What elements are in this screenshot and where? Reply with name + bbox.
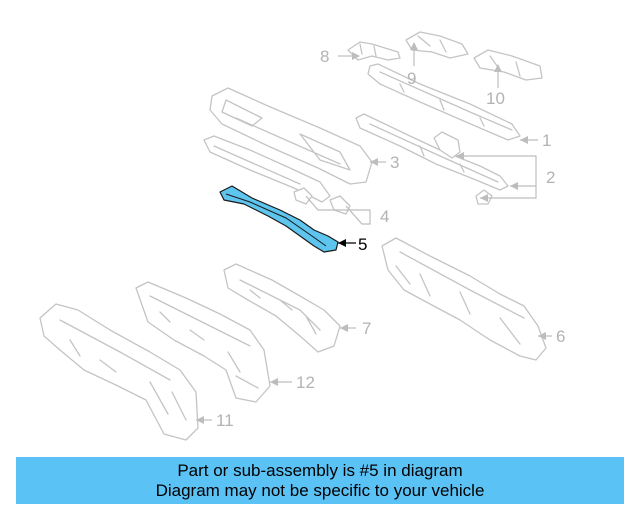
callout-8: 8	[320, 47, 329, 66]
callout-11: 11	[216, 411, 234, 430]
callout-3: 3	[390, 153, 399, 172]
banner-line-2: Diagram may not be specific to your vehi…	[155, 480, 485, 500]
callout-12: 12	[296, 373, 315, 392]
callout-9: 9	[407, 69, 416, 88]
part-7-panel	[223, 263, 341, 353]
part-11-panel	[39, 303, 199, 441]
part-12-panel	[135, 281, 271, 403]
info-banner: Part or sub-assembly is #5 in diagram Di…	[16, 457, 624, 504]
banner-line-1: Part or sub-assembly is #5 in diagram	[177, 460, 463, 480]
leader-arrowheads	[196, 42, 546, 424]
callout-2: 2	[546, 168, 555, 187]
callout-6: 6	[556, 327, 565, 346]
part-9-bracket	[405, 31, 469, 59]
callout-10: 10	[486, 89, 505, 108]
parts-diagram: 8 9 10 1 2 3 4 5 6 7 12 11	[39, 31, 565, 441]
callout-7: 7	[362, 319, 371, 338]
part-3-cowl-top	[203, 87, 373, 203]
callout-1: 1	[542, 131, 551, 150]
callout-5: 5	[358, 235, 367, 254]
callout-4: 4	[380, 207, 389, 226]
part-5-brace	[219, 185, 339, 253]
part-1-cowl-panel	[367, 63, 521, 141]
part-10-bracket	[473, 49, 543, 81]
part-2-cowl-side	[355, 113, 509, 205]
part-6-dash-panel	[381, 237, 547, 361]
part-8-bracket	[347, 41, 401, 61]
